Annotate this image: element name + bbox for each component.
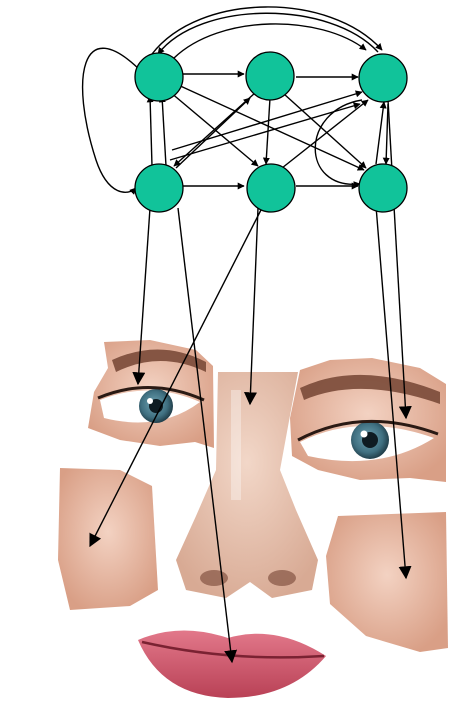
mouth-patch — [138, 630, 326, 698]
edge-n4-n1-b — [162, 96, 166, 166]
edge-n4-n2 — [176, 98, 250, 168]
edge-n4-n1-a — [150, 96, 152, 166]
edge-n3-n6 — [386, 104, 388, 164]
edge-n4-n3-b — [170, 104, 360, 160]
edge-n3-n1-arc — [158, 13, 378, 54]
node-n4 — [135, 164, 183, 212]
node-n6 — [359, 164, 407, 212]
face-image — [58, 340, 448, 698]
node-n3 — [359, 54, 407, 102]
network-edges — [83, 7, 388, 192]
edge-loop-n1 — [83, 48, 142, 192]
node-n5 — [247, 164, 295, 212]
node-n1 — [135, 53, 183, 101]
left-cheek-patch — [58, 468, 158, 610]
network-nodes — [135, 52, 407, 212]
edge-n3-n6-curve — [315, 100, 362, 184]
edge-n6-n3 — [376, 102, 384, 164]
right-cheek-patch — [326, 512, 448, 652]
node-n2 — [246, 52, 294, 100]
right-eye-patch — [290, 358, 446, 482]
